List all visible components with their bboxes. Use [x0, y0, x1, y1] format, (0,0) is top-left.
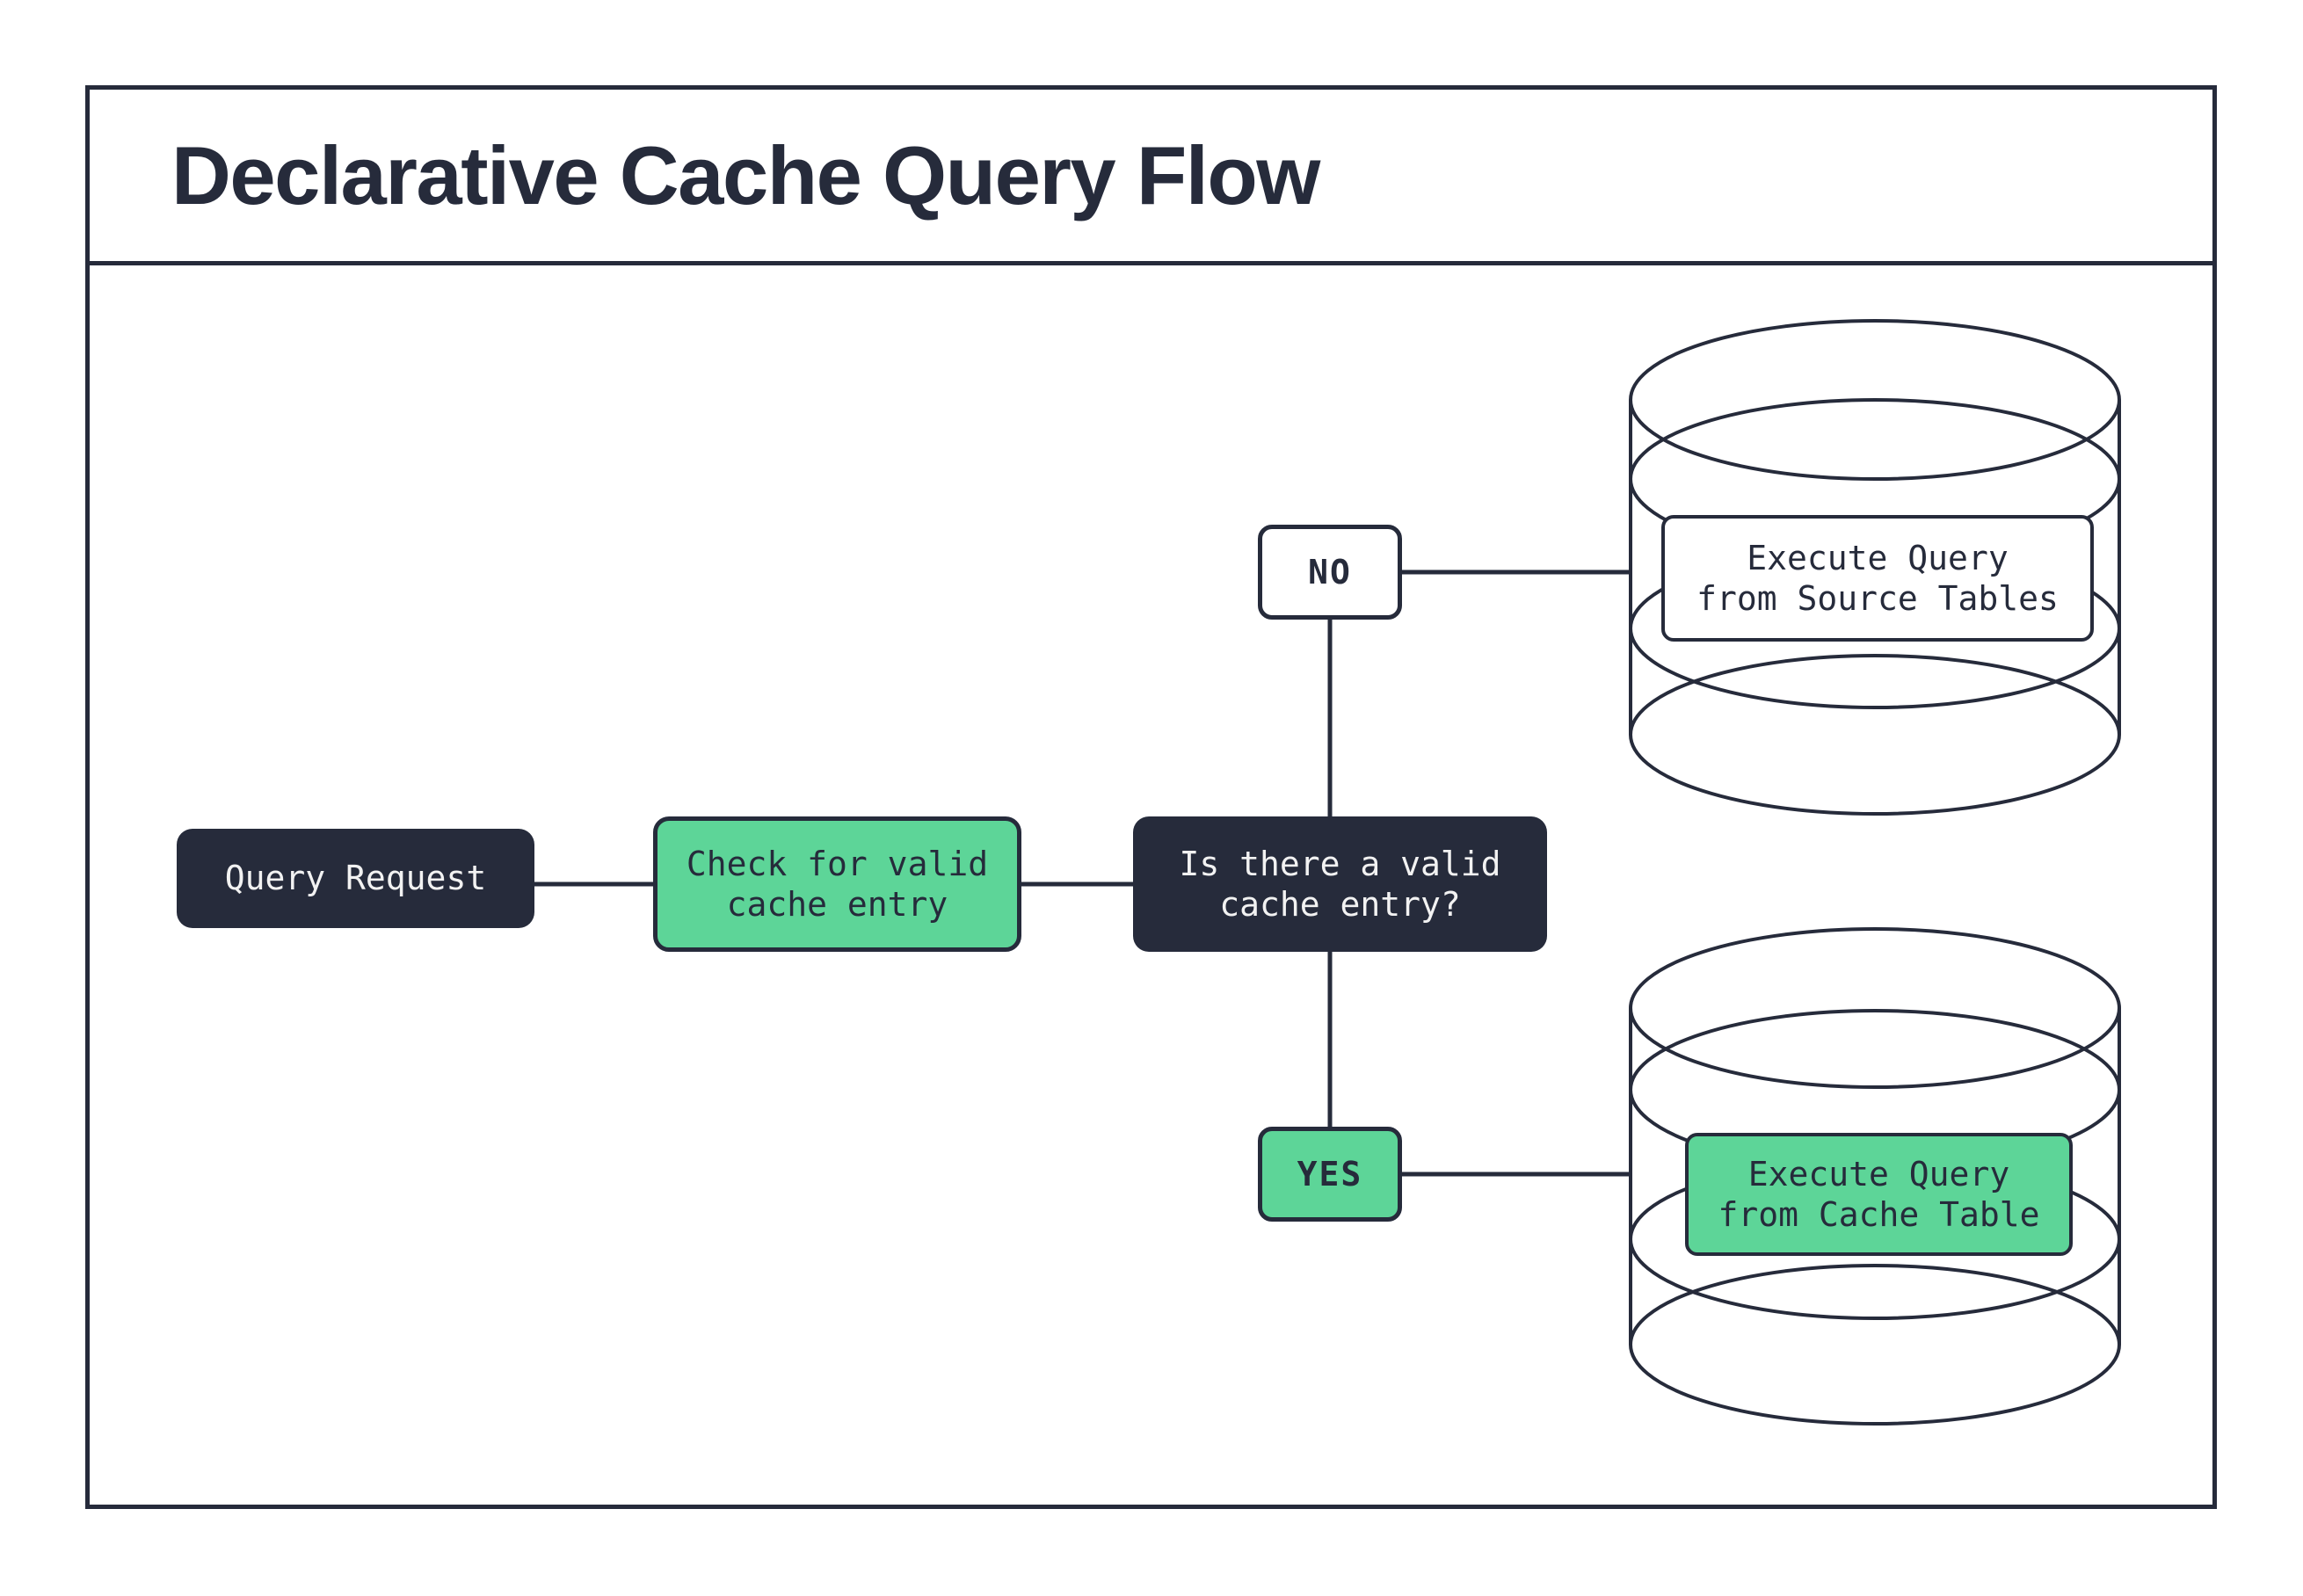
node-check-cache-label: Check for valid cache entry	[686, 844, 989, 924]
branch-label-no-text: NO	[1308, 552, 1352, 591]
branch-label-no: NO	[1258, 525, 1402, 620]
source-database-icon	[1629, 319, 2121, 816]
branch-label-yes: YES	[1258, 1127, 1402, 1222]
db-disk	[1629, 319, 2121, 481]
db-disk	[1629, 1264, 2121, 1426]
node-execute-cache-table: Execute Query from Cache Table	[1685, 1133, 2073, 1256]
db-disk	[1629, 654, 2121, 816]
connectors	[534, 569, 1631, 1177]
node-decision: Is there a valid cache entry?	[1133, 816, 1547, 952]
db-disk	[1629, 927, 2121, 1089]
node-check-cache: Check for valid cache entry	[653, 816, 1021, 952]
node-execute-source-tables: Execute Query from Source Tables	[1661, 515, 2094, 642]
node-query-request: Query Request	[177, 829, 534, 928]
node-decision-label: Is there a valid cache entry?	[1179, 844, 1501, 924]
node-query-request-label: Query Request	[224, 859, 487, 898]
diagram-header: Declarative Cache Query Flow	[90, 90, 2212, 265]
node-execute-cache-table-label: Execute Query from Cache Table	[1718, 1154, 2040, 1234]
diagram-title: Declarative Cache Query Flow	[171, 128, 1320, 221]
diagram-frame: Declarative Cache Query Flow	[85, 85, 2217, 1509]
cache-database-icon	[1629, 927, 2121, 1426]
node-execute-source-tables-label: Execute Query from Source Tables	[1696, 538, 2059, 618]
branch-label-yes-text: YES	[1297, 1154, 1363, 1193]
